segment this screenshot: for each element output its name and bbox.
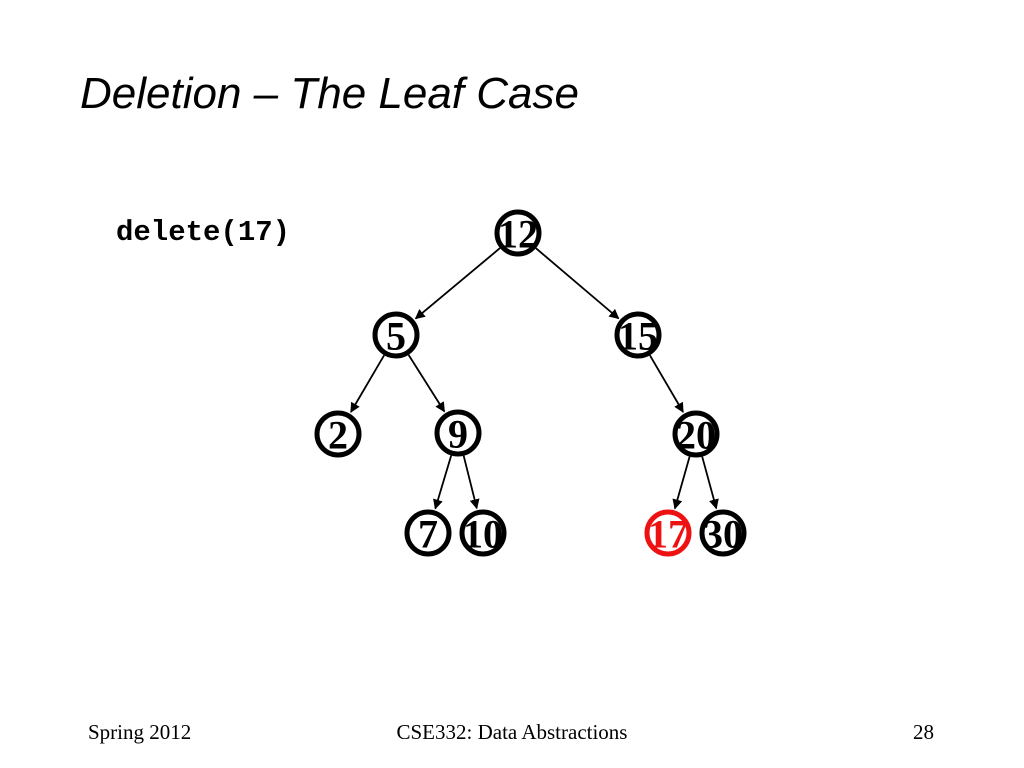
tree-node-value: 20: [676, 413, 716, 458]
tree-node-circle: [494, 209, 542, 257]
tree-edge-5-9: [407, 354, 446, 413]
tree-edge-12-15: [535, 247, 620, 320]
tree-node-value: 2: [328, 413, 348, 458]
footer-semester: Spring 2012: [88, 720, 192, 744]
tree-node-value: 9: [448, 412, 468, 457]
footer-course-title: CSE332: Data Abstractions: [396, 720, 628, 744]
tree-node-circle: [644, 509, 692, 557]
tree-node-value: 7: [418, 512, 438, 557]
tree-node-2: 2: [314, 410, 362, 458]
tree-edge-12-5: [414, 247, 501, 320]
tree-node-15: 15: [614, 311, 662, 359]
tree-node-30: 30: [699, 509, 747, 557]
tree-edge-20-17: [672, 456, 691, 510]
tree-edges: [350, 247, 719, 510]
tree-node-circle: [372, 311, 420, 359]
tree-node-circle: [459, 509, 507, 557]
tree-node-circle: [699, 509, 747, 557]
tree-edge-15-20: [649, 354, 684, 413]
tree-node-circle: [314, 410, 362, 458]
tree-node-20: 20: [672, 410, 720, 458]
tree-node-value: 10: [463, 512, 503, 557]
tree-edge-9-10: [462, 455, 480, 510]
tree-node-17: 17: [644, 509, 692, 557]
tree-node-value: 17: [648, 512, 688, 557]
tree-edge-20-30: [701, 456, 719, 510]
tree-node-7: 7: [404, 509, 452, 557]
tree-node-circle: [434, 409, 482, 457]
tree-node-circle: [672, 410, 720, 458]
tree-node-9: 9: [434, 409, 482, 457]
footer-page-number: 28: [913, 720, 934, 744]
tree-node-10: 10: [459, 509, 507, 557]
slide-footer: Spring 2012 CSE332: Data Abstractions 28: [0, 720, 1024, 750]
tree-edge-5-2: [350, 354, 385, 413]
tree-node-5: 5: [372, 311, 420, 359]
tree-edge-9-7: [433, 455, 453, 510]
delete-operation-label: delete(17): [116, 216, 291, 249]
tree-nodes: 12 5 15 2 9 20 7 10 17 30: [314, 209, 747, 557]
tree-node-12: 12: [494, 209, 542, 257]
tree-node-value: 5: [386, 314, 406, 359]
tree-node-value: 12: [498, 212, 538, 257]
slide-title: Deletion – The Leaf Case: [80, 69, 579, 118]
tree-node-value: 15: [618, 314, 658, 359]
tree-node-value: 30: [703, 512, 743, 557]
tree-node-circle: [614, 311, 662, 359]
tree-node-circle: [404, 509, 452, 557]
